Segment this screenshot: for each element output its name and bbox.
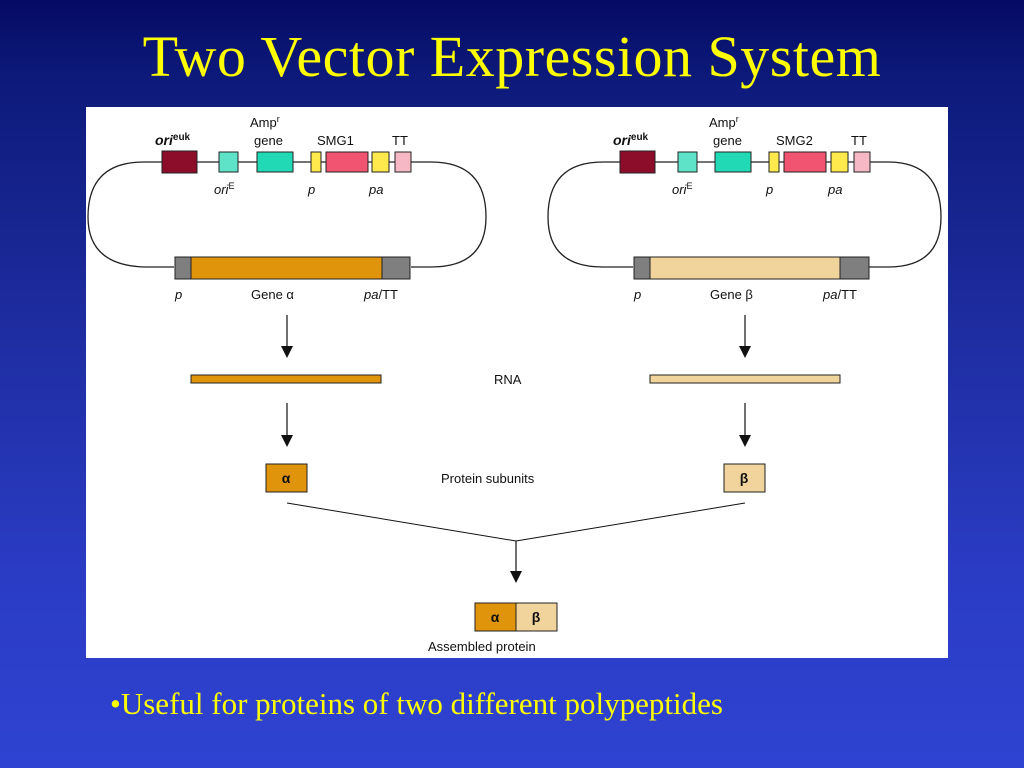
vector-beta: orieuk Ampr gene SMG2 TT oriE p pa p Gen… bbox=[547, 114, 942, 302]
beta-subunit-symbol: β bbox=[740, 470, 749, 486]
beta-subunit-box bbox=[723, 463, 766, 493]
gene-alpha-block bbox=[190, 256, 383, 280]
protein-subunits-label: Protein subunits bbox=[441, 471, 535, 486]
gene-promoter-flank bbox=[174, 256, 192, 280]
smg-marker-block bbox=[783, 151, 827, 173]
marker-label: SMG2 bbox=[776, 133, 813, 148]
bullet-point: •Useful for proteins of two different po… bbox=[110, 686, 723, 721]
rna-label: RNA bbox=[494, 372, 522, 387]
assembled-alpha-box bbox=[474, 602, 517, 632]
vector-alpha: orieuk Ampr gene SMG1 TT oriE p pa p Gen… bbox=[87, 114, 487, 302]
converge-line-alpha bbox=[286, 502, 517, 542]
vector-alpha-backbone-right bbox=[411, 161, 487, 268]
gene-pa-tt-label: pa/TT bbox=[822, 287, 857, 302]
gene-terminator-flank bbox=[381, 256, 411, 280]
ori-e-block bbox=[677, 151, 698, 173]
tt-block bbox=[853, 151, 871, 173]
promoter-label: p bbox=[765, 182, 773, 197]
smg-marker-block bbox=[325, 151, 369, 173]
amp-gene-block bbox=[714, 151, 752, 173]
assembled-beta-symbol: β bbox=[532, 609, 541, 625]
alpha-subunit-box bbox=[265, 463, 308, 493]
gene-beta-label: Gene β bbox=[710, 287, 753, 302]
promoter-label: p bbox=[307, 182, 315, 197]
gene-alpha-label: Gene α bbox=[251, 287, 294, 302]
assembled-alpha-symbol: α bbox=[491, 609, 500, 625]
alpha-subunit-symbol: α bbox=[282, 470, 291, 486]
amp-label: Ampr bbox=[709, 114, 739, 130]
ori-euk-label: orieuk bbox=[613, 132, 649, 148]
gene-promoter-flank bbox=[633, 256, 651, 280]
amp-gene-label: gene bbox=[713, 133, 742, 148]
rna-alpha-bar bbox=[190, 374, 382, 384]
rna-beta-bar bbox=[649, 374, 841, 384]
polya-label: pa bbox=[368, 182, 383, 197]
gene-terminator-flank bbox=[839, 256, 870, 280]
ori-e-label: oriE bbox=[672, 181, 692, 197]
gene-promoter-label: p bbox=[633, 287, 641, 302]
diagram-panel: orieuk Ampr gene SMG1 TT oriE p pa p Gen… bbox=[86, 107, 948, 658]
polya-block bbox=[830, 151, 849, 173]
ori-e-block bbox=[218, 151, 239, 173]
vector-beta-backbone-right bbox=[869, 161, 942, 268]
promoter-block bbox=[768, 151, 780, 173]
tt-label: TT bbox=[392, 133, 408, 148]
ori-euk-label: orieuk bbox=[155, 132, 191, 148]
vector-alpha-backbone-left bbox=[87, 161, 174, 268]
tt-block bbox=[394, 151, 412, 173]
converge-line-beta bbox=[515, 502, 746, 542]
gene-promoter-label: p bbox=[174, 287, 182, 302]
marker-label: SMG1 bbox=[317, 133, 354, 148]
two-vector-diagram: orieuk Ampr gene SMG1 TT oriE p pa p Gen… bbox=[87, 114, 942, 654]
ori-euk-block bbox=[619, 150, 656, 174]
promoter-block bbox=[310, 151, 322, 173]
polya-label: pa bbox=[827, 182, 842, 197]
assembled-beta-box bbox=[515, 602, 558, 632]
assembled-protein-label: Assembled protein bbox=[428, 639, 536, 654]
gene-beta-block bbox=[649, 256, 841, 280]
amp-gene-block bbox=[256, 151, 294, 173]
amp-label: Ampr bbox=[250, 114, 280, 130]
gene-pa-tt-label: pa/TT bbox=[363, 287, 398, 302]
slide-title: Two Vector Expression System bbox=[142, 24, 882, 89]
vector-beta-backbone-left bbox=[547, 161, 633, 268]
tt-label: TT bbox=[851, 133, 867, 148]
ori-e-label: oriE bbox=[214, 181, 234, 197]
ori-euk-block bbox=[161, 150, 198, 174]
amp-gene-label: gene bbox=[254, 133, 283, 148]
polya-block bbox=[371, 151, 390, 173]
